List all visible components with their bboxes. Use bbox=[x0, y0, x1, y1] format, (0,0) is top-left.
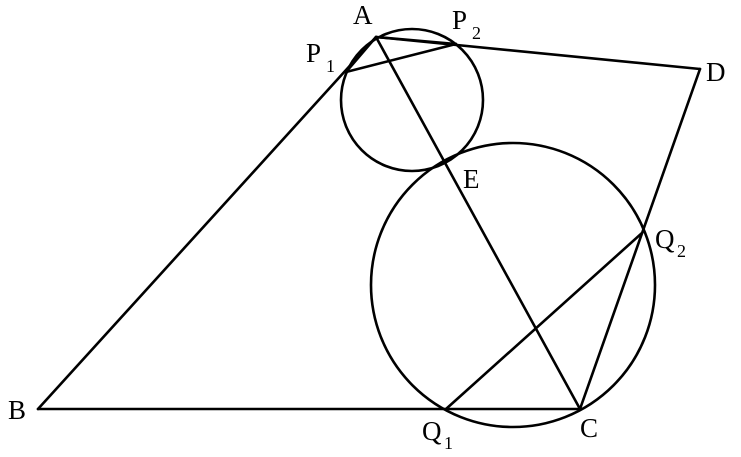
circle-E-C bbox=[369, 141, 657, 429]
label-Q1-subscript: 1 bbox=[444, 433, 453, 453]
label-P2-subscript: 2 bbox=[472, 23, 481, 43]
label-P2: P bbox=[452, 5, 467, 35]
segment-P1-P2 bbox=[344, 42, 458, 74]
label-E: E bbox=[463, 164, 480, 194]
label-Q2: Q bbox=[655, 224, 675, 254]
chord-P1-A-P2 bbox=[344, 35, 458, 74]
segment-D-C bbox=[578, 67, 702, 411]
label-D: D bbox=[706, 57, 726, 87]
label-Q2-subscript: 2 bbox=[677, 241, 686, 261]
circle-A-E bbox=[339, 27, 485, 173]
segment-B-A bbox=[36, 35, 378, 411]
label-P1-subscript: 1 bbox=[326, 56, 335, 76]
label-Q1: Q bbox=[422, 416, 442, 446]
diagonal-A-C bbox=[374, 35, 582, 411]
segment-Q1-Q2 bbox=[444, 231, 644, 411]
quadrilateral-ABCD bbox=[36, 35, 702, 411]
label-P1: P bbox=[306, 38, 321, 68]
label-A: A bbox=[353, 0, 373, 30]
point-labels: A P 1 P 2 D E Q 2 B Q 1 C bbox=[8, 0, 726, 453]
label-C: C bbox=[580, 413, 598, 443]
label-B: B bbox=[8, 395, 26, 425]
